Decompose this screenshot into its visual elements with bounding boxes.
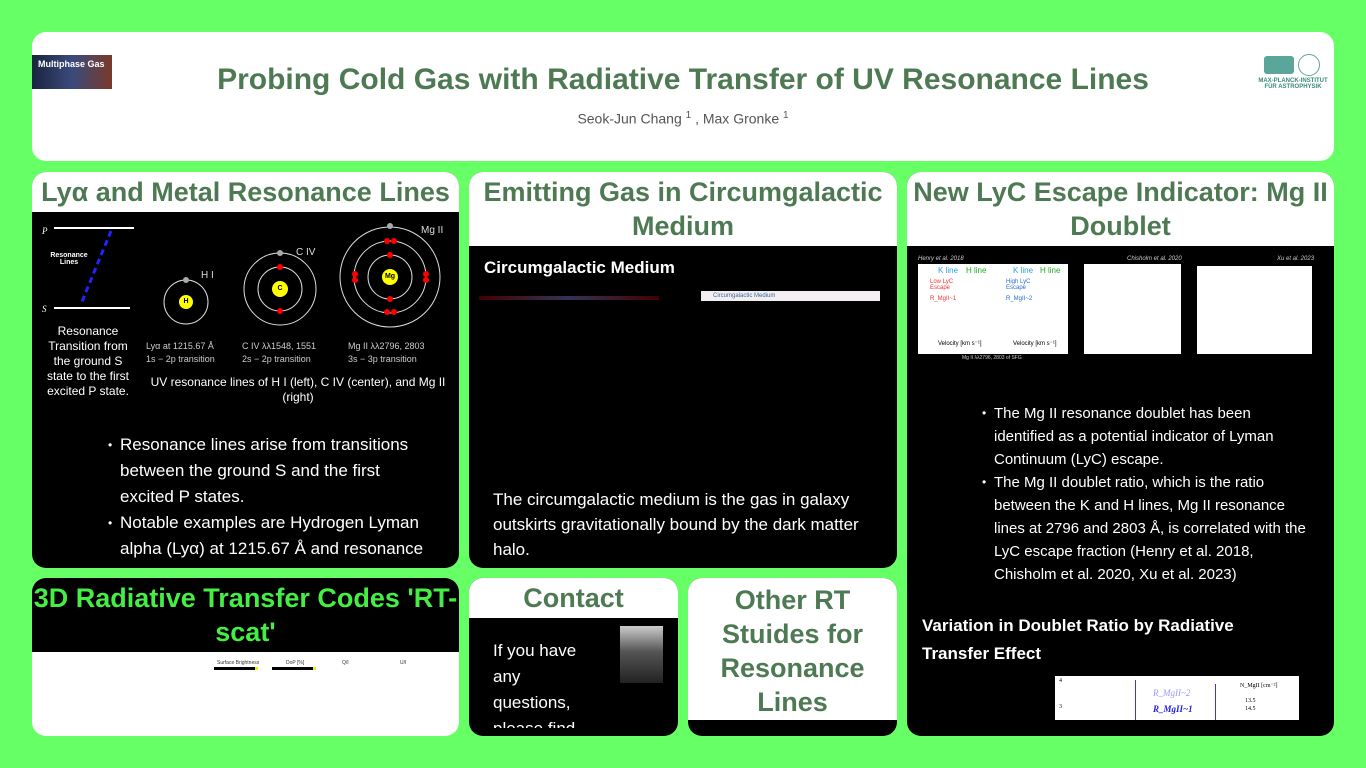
fig-caption: Mg II λλ2796, 2803 of SFG: [962, 355, 1022, 361]
panel-body: If you have any questions, please find: [469, 618, 678, 736]
atom-caption: Mg II λλ2796, 2803 3s − 3p transition: [348, 340, 438, 366]
panel-body: Henry et al. 2018 K line H line Low LyC …: [907, 246, 1334, 736]
fig-label: Surface Brightness: [217, 660, 260, 666]
chisholm-figure: [1084, 264, 1181, 354]
ratio-label: R_MgII~1: [1153, 704, 1193, 714]
henry-figure: K line H line Low LyC Escape R_MgII~1 K …: [918, 264, 1068, 354]
author-photo: [620, 626, 663, 683]
bullet-item: Notable examples are Hydrogen Lyman alph…: [108, 510, 438, 562]
y-tick: 3: [1059, 704, 1062, 710]
line-label: C IV λλ1548, 1551: [242, 341, 317, 351]
logo-text: MAX-PLANCK-INSTITUT FÜR ASTROPHYSIK: [1258, 78, 1328, 90]
panel-mgii-doublet: New LyC Escape Indicator: Mg II Doublet …: [907, 172, 1334, 736]
transition-label: 3s − 3p transition: [348, 354, 417, 364]
subheading: Variation in Doublet Ratio by Radiative …: [922, 616, 1234, 663]
affiliation: 1: [685, 110, 692, 121]
authors: Seok-Jun Chang 1 , Max Gronke 1: [577, 110, 789, 127]
panel-title: Lyα and Metal Resonance Lines: [32, 172, 459, 212]
poster-title: Probing Cold Gas with Radiative Transfer…: [217, 63, 1149, 96]
fig-label: Q/I: [342, 660, 349, 666]
logo-text: Multiphase Gas: [38, 59, 105, 69]
ratio-label: R_MgII~1: [930, 296, 957, 302]
y-tick: 4: [1059, 678, 1062, 684]
author: Seok-Jun Chang: [577, 110, 682, 127]
atom-caption: C IV λλ1548, 1551 2s − 2p transition: [242, 340, 332, 366]
atom-caption: Lyα at 1215.67 Å 1s − 2p transition: [146, 340, 236, 366]
legend-item: 14.5: [1245, 706, 1256, 712]
panel-contact: Contact If you have any questions, pleas…: [469, 578, 678, 736]
cgm-description: The circumgalactic medium is the gas in …: [493, 490, 859, 559]
fig-credit: Xu et al. 2023: [1277, 256, 1315, 262]
legend-item: 13.5: [1245, 698, 1256, 704]
subtitle: Circumgalactic Medium: [484, 258, 675, 277]
cgm-image-strip: [479, 296, 659, 300]
p-level-label: P: [42, 226, 48, 236]
panel-body: Circumgalactic Medium Circumgalactic Med…: [469, 246, 897, 568]
cgm-figure: Circumgalactic Medium: [701, 291, 880, 301]
contact-text: If you have any questions, please find: [493, 641, 577, 728]
k-line-label: K line: [938, 266, 959, 275]
diagram-caption: UV resonance lines of H I (left), C IV (…: [150, 375, 446, 404]
h-line-label: H line: [966, 266, 987, 275]
h-line-label: H line: [1040, 266, 1061, 275]
panel-resonance-lines: Lyα and Metal Resonance Lines P S Resona…: [32, 172, 459, 568]
low-escape-label: Low LyC Escape: [930, 279, 954, 291]
panel-title: Emitting Gas in Circumgalactic Medium: [469, 172, 897, 246]
high-escape-label: High LyC Escape: [1006, 279, 1031, 291]
ratio-label: R_MgII~2: [1006, 296, 1033, 302]
panel-cgm: Emitting Gas in Circumgalactic Medium Ci…: [469, 172, 897, 568]
s-level-label: S: [42, 304, 47, 314]
ratio-label: R_MgII~2: [1153, 688, 1191, 698]
fig-credit: Henry et al. 2018: [918, 256, 964, 262]
atom-symbol: H: [183, 298, 189, 305]
xu-figure: [1197, 266, 1312, 354]
panel-title: Contact: [469, 578, 678, 618]
line-label: Lyα at 1215.67 Å: [146, 341, 214, 351]
atom-symbol: C: [277, 285, 283, 292]
panel-body: P S Resonance Lines Resonance Transition…: [32, 212, 459, 568]
author: Max Gronke: [702, 110, 780, 127]
rt-scat-figure: Surface Brightness DoP [%] Q/I U/I: [32, 652, 459, 736]
atom-symbol: Mg: [384, 273, 396, 280]
side-caption: Resonance Transition from the ground S s…: [46, 324, 130, 398]
atom-name: C IV: [296, 247, 316, 258]
line-peak: [1135, 680, 1136, 720]
x-axis-label: Velocity [km s⁻¹]: [1013, 341, 1057, 347]
x-axis-label: Velocity [km s⁻¹]: [938, 341, 982, 347]
poster-header: Multiphase Gas Probing Cold Gas with Rad…: [32, 32, 1334, 161]
transition-label: 1s − 2p transition: [146, 354, 215, 364]
bullet-item: The Mg II doublet ratio, which is the ra…: [982, 471, 1307, 586]
panel-title: Other RT Stuides for Resonance Lines: [688, 578, 897, 720]
mpa-logo: MAX-PLANCK-INSTITUT FÜR ASTROPHYSIK: [1258, 54, 1328, 90]
bullet-item: Resonance lines arise from transitions b…: [108, 432, 438, 510]
resonance-diagram: [54, 223, 441, 328]
transition-label: 2s − 2p transition: [242, 354, 311, 364]
line-label: Mg II λλ2796, 2803: [348, 341, 425, 351]
figure-label: Circumgalactic Medium: [713, 293, 776, 299]
panel-title: 3D Radiative Transfer Codes 'RT-scat': [32, 578, 459, 652]
bullet-list: Resonance lines arise from transitions b…: [108, 432, 438, 562]
fig-label: DoP [%]: [286, 660, 305, 666]
affiliation: 1: [783, 110, 789, 121]
doublet-ratio-plot: 4 3 R_MgII~2 R_MgII~1 N_MgII [cm⁻²] 13.5…: [1055, 676, 1299, 720]
multiphase-gas-logo: Multiphase Gas: [32, 55, 112, 89]
colorbar: [214, 667, 258, 670]
bullet-item: The Mg II resonance doublet has been ide…: [982, 402, 1307, 471]
panel-other-rt: Other RT Stuides for Resonance Lines: [688, 578, 897, 736]
atom-name: H I: [201, 270, 214, 281]
atom-name: Mg II: [421, 225, 444, 236]
fig-label: U/I: [400, 660, 407, 666]
fig-credit: Chisholm et al. 2020: [1127, 256, 1182, 262]
panel-title: New LyC Escape Indicator: Mg II Doublet: [907, 172, 1334, 246]
k-line-label: K line: [1013, 266, 1034, 275]
arrow-label: Resonance Lines: [50, 252, 88, 266]
line-peak: [1215, 684, 1216, 720]
legend-title: N_MgII [cm⁻²]: [1240, 683, 1278, 689]
colorbar: [272, 667, 316, 670]
panel-rt-scat: 3D Radiative Transfer Codes 'RT-scat' Su…: [32, 578, 459, 736]
bullet-list: The Mg II resonance doublet has been ide…: [982, 402, 1307, 586]
